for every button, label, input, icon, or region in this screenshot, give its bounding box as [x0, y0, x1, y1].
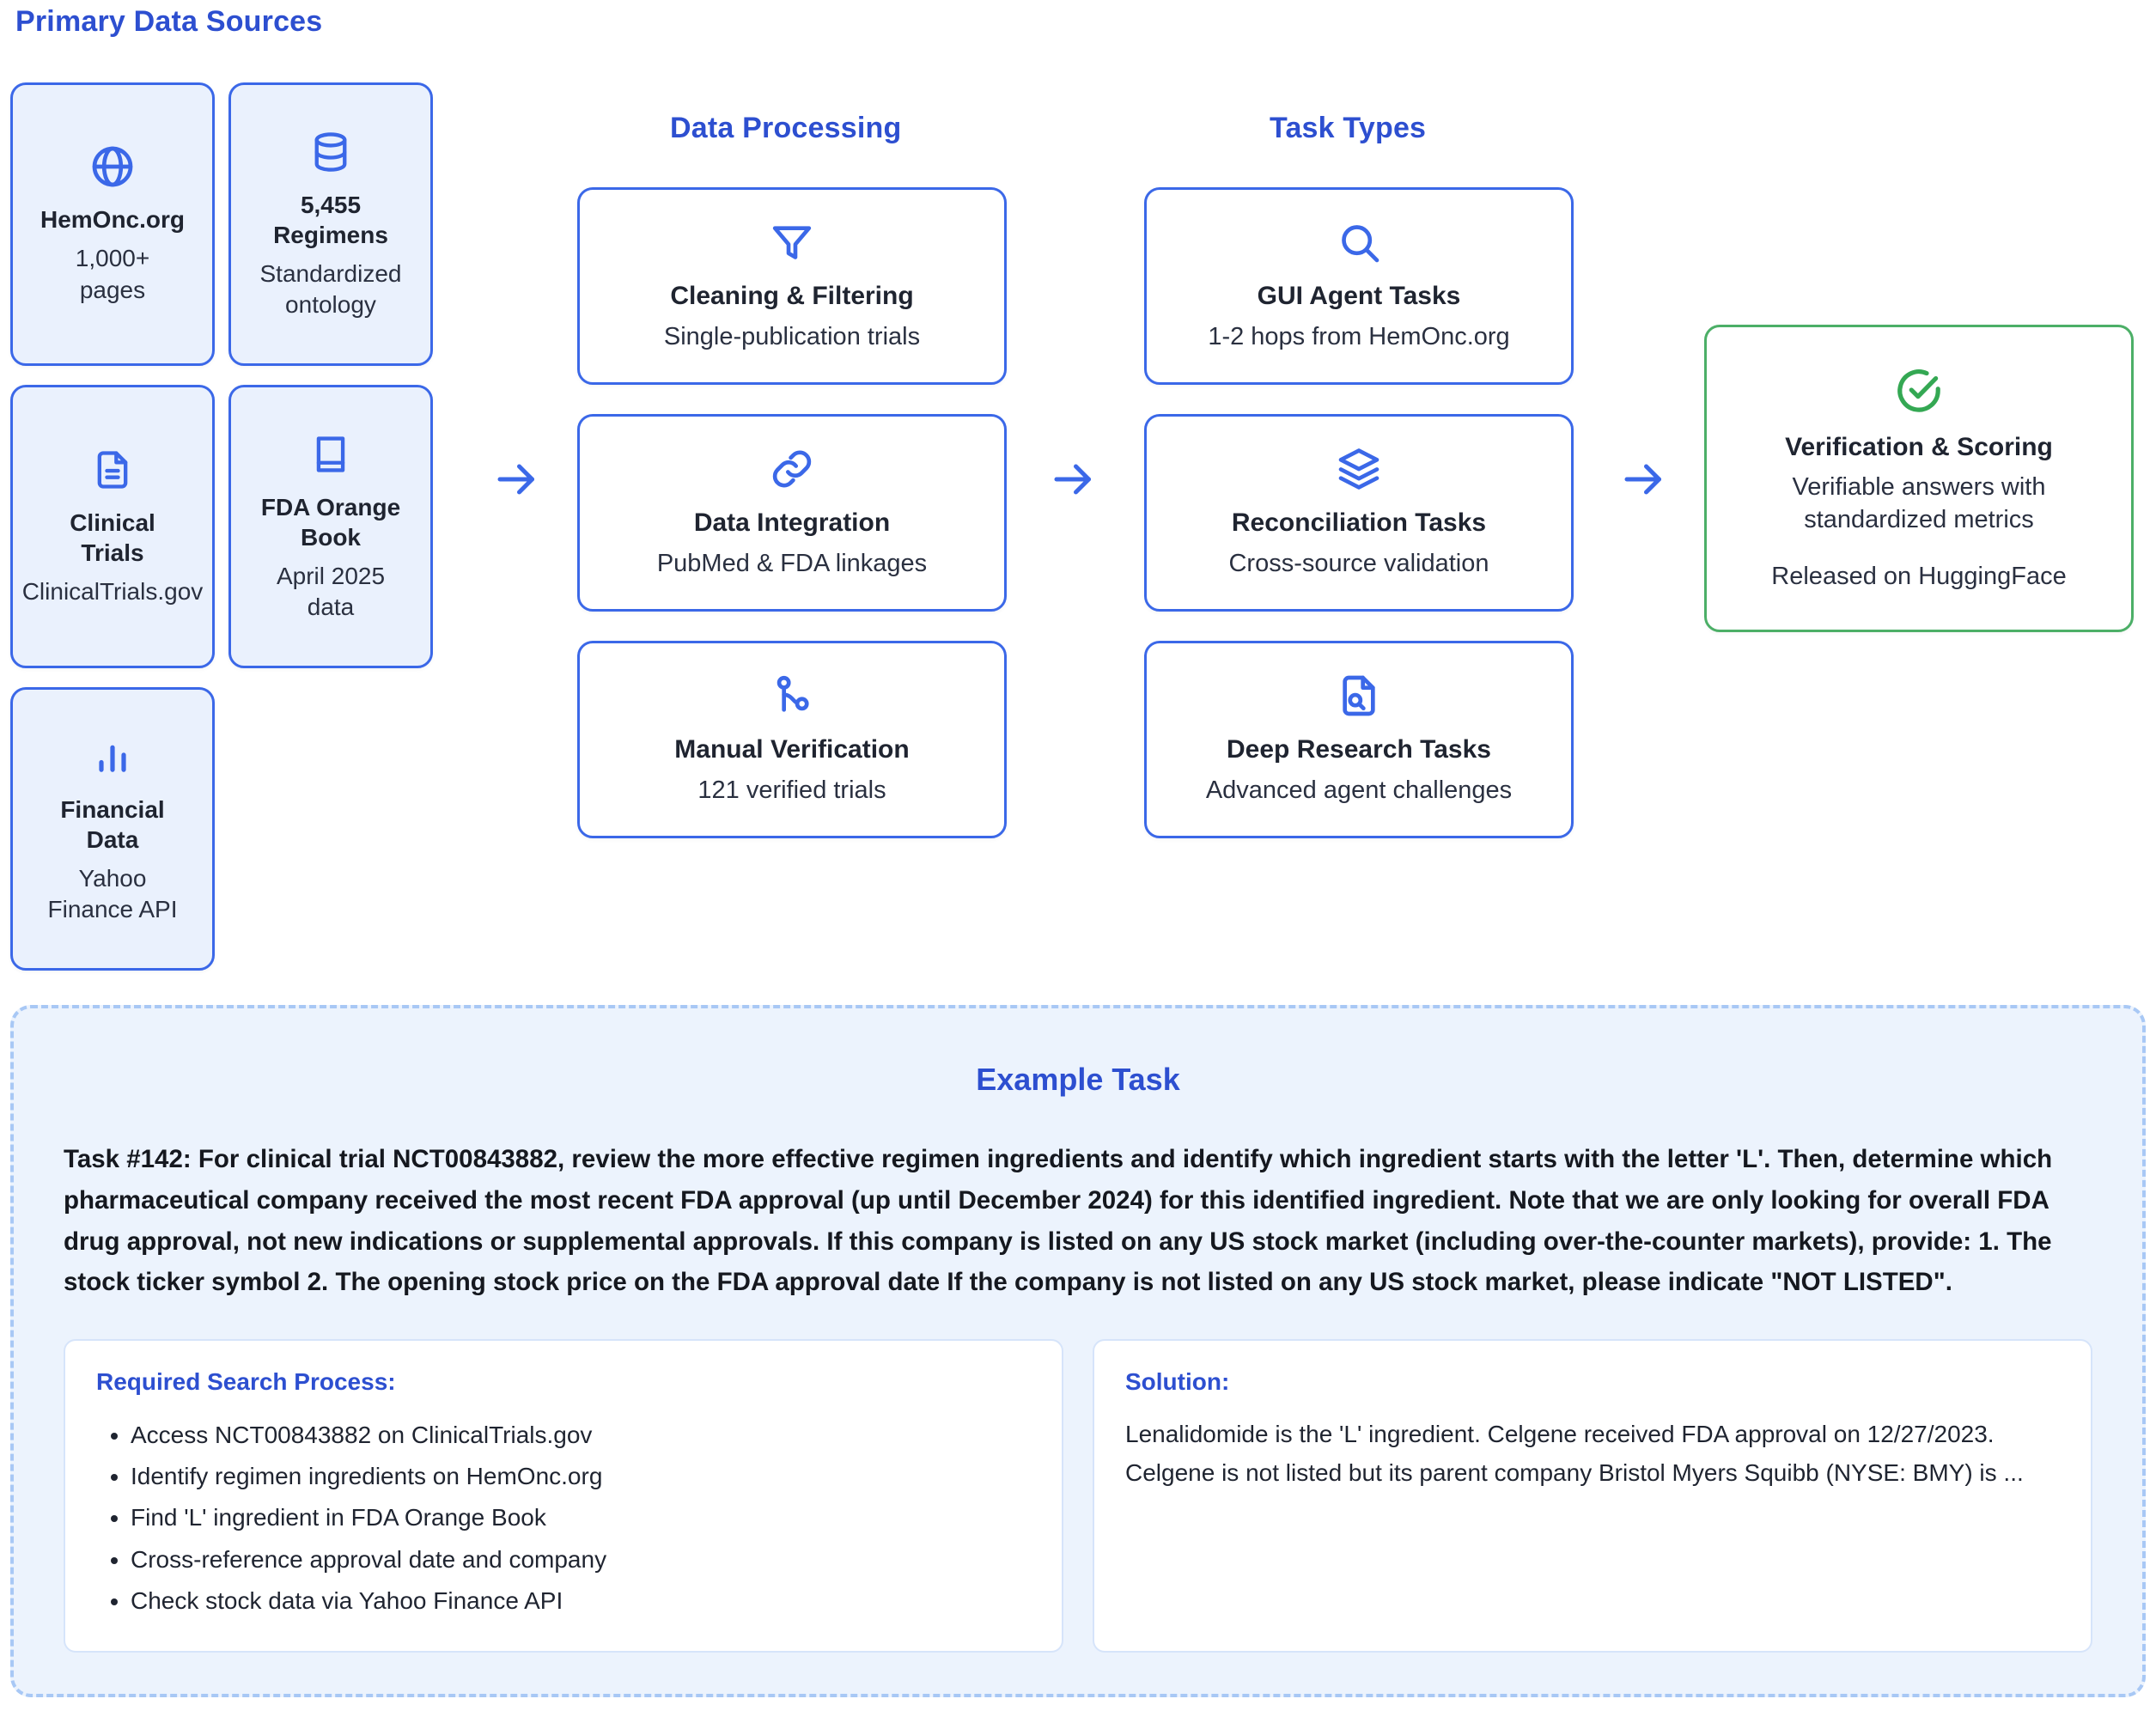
solution-line-2: Celgene is not listed but its parent com…	[1125, 1459, 2024, 1487]
solution-box: Solution: Lenalidomide is the 'L' ingred…	[1093, 1339, 2092, 1653]
source-card-financial-data[interactable]: Financial Data Yahoo Finance API	[10, 687, 215, 971]
processing-subtitle: 121 verified trials	[697, 776, 886, 804]
source-title: 5,455 Regimens	[273, 191, 388, 248]
branch-icon	[768, 672, 816, 720]
processing-subtitle: PubMed & FDA linkages	[656, 549, 928, 577]
task-subtitle: Cross-source validation	[1228, 549, 1489, 577]
source-title: HemOnc.org	[40, 206, 186, 234]
source-subtitle: ClinicalTrials.gov	[21, 577, 204, 605]
list-item: Identify regimen ingredients on HemOnc.o…	[131, 1456, 1031, 1497]
processing-subtitle: Single-publication trials	[663, 322, 921, 350]
source-title: Clinical Trials	[70, 508, 155, 566]
list-item: Access NCT00843882 on ClinicalTrials.gov	[131, 1415, 1031, 1456]
search-icon	[1335, 218, 1383, 266]
source-title: Financial Data	[60, 795, 165, 853]
processing-card-manual-verification[interactable]: Manual Verification 121 verified trials	[577, 641, 1007, 838]
source-card-clinical-trials[interactable]: Clinical Trials ClinicalTrials.gov	[10, 385, 215, 668]
source-subtitle: Yahoo Finance API	[47, 864, 178, 922]
required-search-process-list: Access NCT00843882 on ClinicalTrials.gov…	[96, 1415, 1031, 1622]
list-item: Find 'L' ingredient in FDA Orange Book	[131, 1497, 1031, 1538]
arrow-right-icon-2	[1048, 454, 1099, 505]
verification-scoring-card[interactable]: Verification & Scoring Verifiable answer…	[1704, 325, 2134, 632]
primary-data-sources-heading: Primary Data Sources	[15, 5, 323, 38]
source-subtitle: 1,000+ pages	[75, 245, 150, 303]
document-icon	[90, 446, 135, 494]
source-title: FDA Orange Book	[260, 493, 401, 551]
source-card-regimens[interactable]: 5,455 Regimens Standardized ontology	[228, 82, 433, 366]
task-title: Deep Research Tasks	[1227, 735, 1491, 764]
solution-line-1: Lenalidomide is the 'L' ingredient. Celg…	[1125, 1421, 1995, 1448]
example-task-title: Example Task	[976, 1062, 1180, 1097]
source-subtitle: Standardized ontology	[259, 259, 402, 318]
required-search-process-heading: Required Search Process:	[96, 1368, 396, 1396]
source-subtitle: April 2025 data	[276, 562, 386, 620]
processing-card-cleaning-filtering[interactable]: Cleaning & Filtering Single-publication …	[577, 187, 1007, 385]
task-card-reconciliation[interactable]: Reconciliation Tasks Cross-source valida…	[1144, 414, 1574, 612]
list-item: Check stock data via Yahoo Finance API	[131, 1580, 1031, 1622]
arrow-right-icon-1	[491, 454, 543, 505]
task-types-heading: Task Types	[1270, 112, 1427, 144]
globe-icon	[88, 143, 137, 191]
source-card-fda-orange-book[interactable]: FDA Orange Book April 2025 data	[228, 385, 433, 668]
task-card-deep-research[interactable]: Deep Research Tasks Advanced agent chall…	[1144, 641, 1574, 838]
verification-title: Verification & Scoring	[1785, 432, 2053, 461]
solution-heading: Solution:	[1125, 1368, 1230, 1396]
task-card-gui-agent[interactable]: GUI Agent Tasks 1-2 hops from HemOnc.org	[1144, 187, 1574, 385]
task-title: GUI Agent Tasks	[1257, 282, 1461, 311]
link-icon	[768, 445, 816, 493]
required-search-process-box: Required Search Process: Access NCT00843…	[64, 1339, 1063, 1653]
list-item: Cross-reference approval date and compan…	[131, 1539, 1031, 1580]
processing-title: Cleaning & Filtering	[670, 282, 914, 311]
verification-subtitle-1: Verifiable answers with standardized met…	[1792, 473, 2046, 533]
task-title: Reconciliation Tasks	[1231, 508, 1487, 538]
task-subtitle: Advanced agent challenges	[1205, 776, 1513, 804]
funnel-icon	[768, 218, 816, 266]
arrow-right-icon-3	[1618, 454, 1670, 505]
example-task-panel: Example Task Task #142: For clinical tri…	[10, 1005, 2146, 1697]
task-subtitle: 1-2 hops from HemOnc.org	[1208, 322, 1510, 350]
processing-card-data-integration[interactable]: Data Integration PubMed & FDA linkages	[577, 414, 1007, 612]
layers-icon	[1335, 445, 1383, 493]
check-circle-icon	[1892, 364, 1946, 417]
database-icon	[308, 128, 353, 176]
verification-subtitle-2: Released on HuggingFace	[1771, 562, 2067, 590]
file-search-icon	[1335, 672, 1383, 720]
example-task-detail-row: Required Search Process: Access NCT00843…	[64, 1339, 2092, 1653]
book-icon	[308, 430, 353, 478]
processing-title: Manual Verification	[674, 735, 910, 764]
processing-title: Data Integration	[693, 508, 891, 538]
example-task-body: Task #142: For clinical trial NCT0084388…	[64, 1145, 2053, 1297]
data-processing-heading: Data Processing	[670, 112, 902, 144]
bar-chart-icon	[90, 733, 135, 781]
source-card-hemonc[interactable]: HemOnc.org 1,000+ pages	[10, 82, 215, 366]
